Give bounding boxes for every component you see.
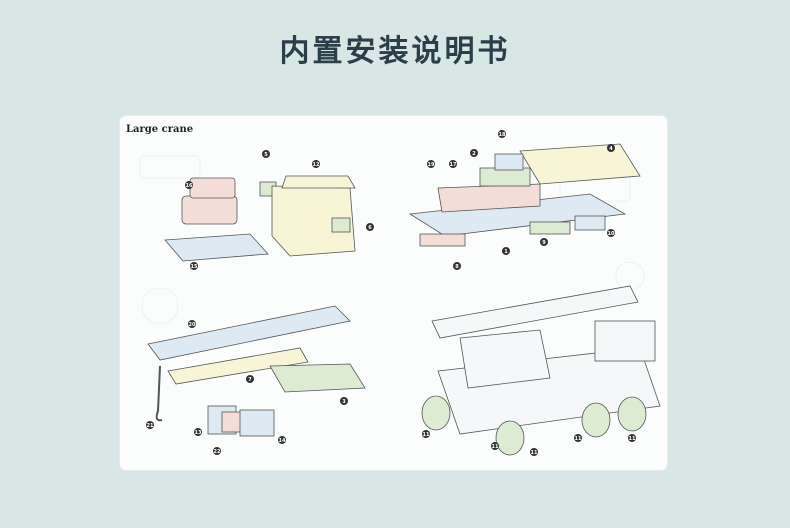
part-label: 8 [455, 264, 459, 270]
part-label: 1 [504, 249, 508, 255]
chassis-part-markers: 18 19 17 2 4 1 9 10 8 [427, 130, 615, 270]
part-label: 11 [492, 444, 499, 450]
part-label: 3 [342, 399, 346, 405]
assembly-diagram: 5 12 16 6 15 [139, 130, 661, 456]
part-label: 21 [147, 423, 154, 429]
cab-assembly [164, 175, 356, 262]
cab-part-markers: 5 12 16 6 15 [185, 150, 374, 270]
part-label: 17 [450, 162, 457, 168]
part-label: 7 [248, 377, 252, 383]
part-label: 15 [191, 264, 198, 270]
part-label: 16 [186, 183, 193, 189]
part-label: 18 [499, 132, 506, 138]
instruction-sheet: 5 12 16 6 15 [120, 116, 667, 470]
part-label: 14 [279, 438, 286, 444]
part-label: 19 [428, 162, 435, 168]
part-label: 11 [575, 436, 582, 442]
part-label: 12 [313, 162, 320, 168]
page-title: 内置安装说明书 [279, 34, 511, 69]
part-label: 5 [264, 152, 268, 158]
assembled-crane [431, 285, 661, 435]
part-label: 4 [609, 146, 613, 152]
crane-part-markers: 11 11 11 11 11 [422, 430, 636, 456]
part-label: 13 [195, 430, 202, 436]
part-label: 2 [472, 151, 476, 157]
boom-assembly [147, 305, 366, 437]
part-label: 11 [423, 432, 430, 438]
part-label: 9 [542, 240, 546, 246]
part-label: 20 [189, 322, 196, 328]
part-label: 11 [531, 450, 538, 456]
chassis-assembly [408, 143, 641, 247]
boom-part-markers: 20 7 3 21 13 22 14 [146, 320, 348, 455]
part-label: 11 [629, 436, 636, 442]
sheet-label: Large crane [126, 124, 194, 135]
part-label: 22 [214, 449, 221, 455]
crane-wheels [421, 395, 647, 456]
part-label: 6 [368, 225, 372, 231]
part-label: 10 [608, 231, 615, 237]
